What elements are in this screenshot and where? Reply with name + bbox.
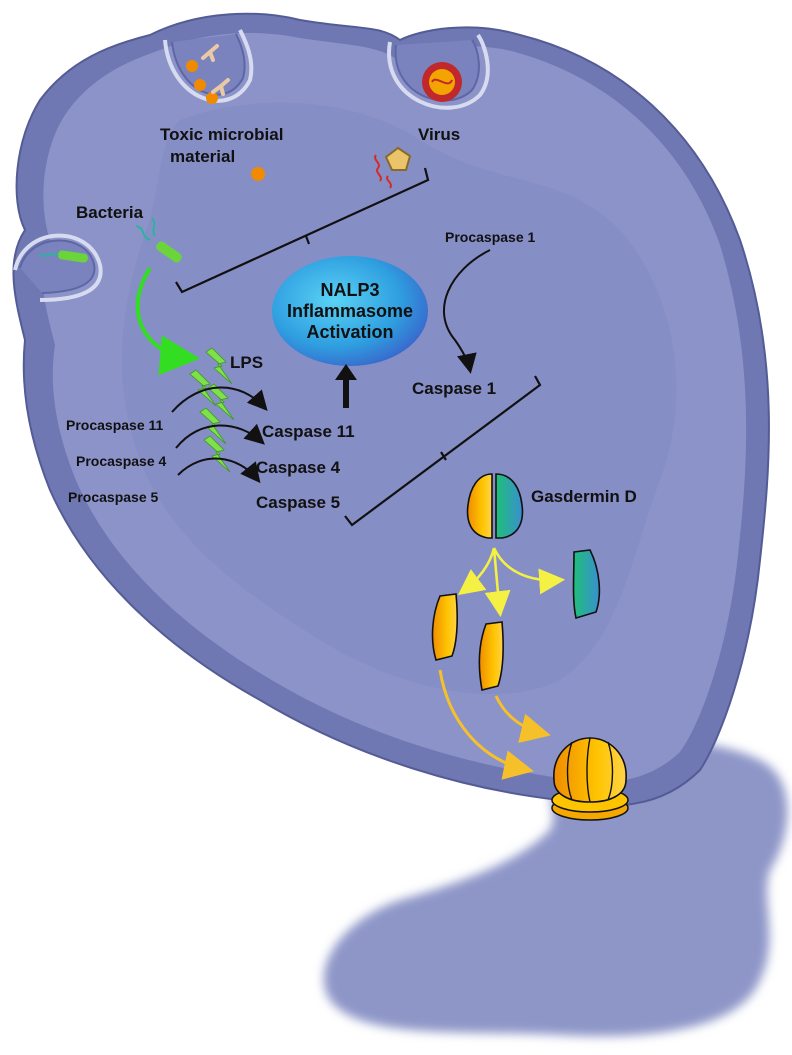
pore-assembly-arrow: [438, 669, 534, 780]
virus-label: Virus: [418, 125, 460, 144]
toxic-bead: [194, 79, 206, 91]
gasdermin-n-terminal-icon: [431, 593, 458, 661]
gasdermin-d-icon: [466, 473, 524, 539]
antibody-icon: [211, 78, 230, 96]
gasdermin-cleavage-arrow: [457, 547, 496, 596]
caspase-bracket: [344, 375, 542, 527]
procaspase5-arrow: [177, 457, 261, 484]
bacterium-icon: [57, 250, 88, 263]
caspase4-label: Caspase 4: [256, 458, 341, 477]
caspase1-label: Caspase 1: [412, 379, 496, 398]
toxic-material-label: material: [170, 147, 235, 166]
procaspase11-arrow: [171, 386, 268, 413]
virus-vesicle: [387, 33, 490, 110]
antibody-icon: [201, 44, 219, 62]
cytoplasm-shading: [121, 102, 677, 695]
procaspase1-label: Procaspase 1: [445, 229, 535, 245]
pore-assembly-arrow: [494, 695, 551, 743]
caspase5-label: Caspase 5: [256, 493, 340, 512]
nalp3-label: Inflammasome: [287, 301, 413, 321]
procaspase5-label: Procaspase 5: [68, 489, 158, 505]
viral-rna-icon: [386, 175, 392, 189]
gasdermin-n-terminal-icon: [478, 621, 504, 691]
viral-rna-icon: [374, 154, 382, 182]
toxic-bead: [186, 60, 198, 72]
nalp3-inflammasome-node: NALP3 Inflammasome Activation: [272, 256, 428, 366]
toxic-material-label: Toxic microbial: [160, 125, 283, 144]
procaspase4-label: Procaspase 4: [76, 453, 166, 469]
nalp3-label: Activation: [306, 322, 393, 342]
activation-arrowhead: [335, 364, 357, 380]
toxic-bead: [251, 167, 265, 181]
bacteria-label: Bacteria: [76, 203, 144, 222]
bacteria-to-lps-arrow: [135, 266, 200, 376]
virus-capsid-icon: [384, 146, 412, 171]
procaspase4-arrow: [175, 423, 265, 449]
upstream-bracket: [175, 167, 430, 294]
bacteria-vesicle: [13, 233, 103, 302]
lps-label: LPS: [230, 353, 263, 372]
extracellular-region: [323, 741, 788, 1037]
toxic-bead: [206, 92, 218, 104]
gasdermin-cleavage-arrow: [484, 547, 511, 618]
gasdermin-pore-icon: [551, 737, 629, 821]
caspase11-label: Caspase 11: [262, 422, 355, 441]
nalp3-label: NALP3: [320, 280, 379, 300]
gasdermin-label: Gasdermin D: [531, 487, 637, 506]
bacterium-icon: [135, 217, 182, 263]
gasdermin-cleavage-arrow: [492, 547, 566, 595]
lps-icon: [189, 347, 235, 473]
gasdermin-c-terminal-icon: [572, 549, 601, 620]
toxic-vesicle: [163, 29, 254, 104]
procaspase1-to-caspase1-arrow: [443, 249, 491, 374]
procaspase11-label: Procaspase 11: [66, 417, 164, 433]
